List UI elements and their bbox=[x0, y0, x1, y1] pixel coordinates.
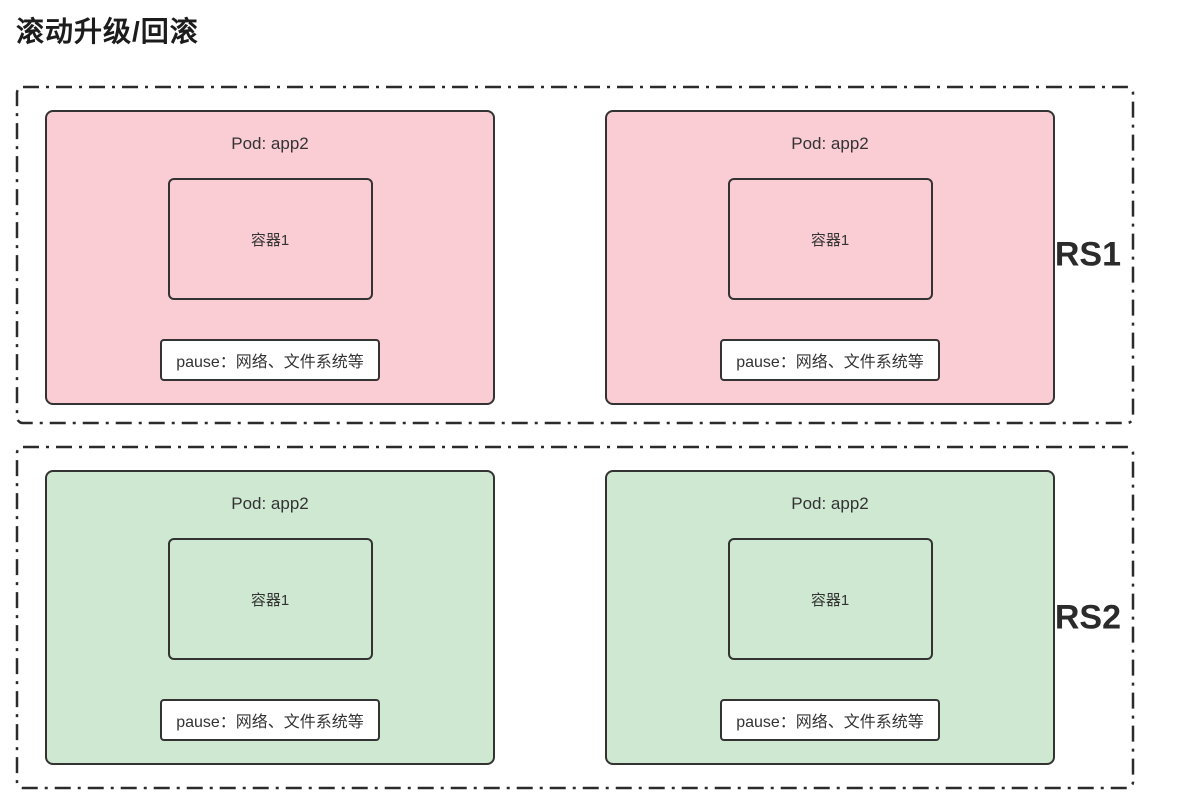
pod-title: Pod: app2 bbox=[231, 134, 309, 153]
replicaset-rs2: Pod: app2 容器1 pause：网络、文件系统等 Pod: app2 容… bbox=[15, 445, 1135, 790]
pod: Pod: app2 容器1 pause：网络、文件系统等 bbox=[605, 110, 1055, 405]
rs2-label: RS2 bbox=[1054, 598, 1121, 636]
pod: Pod: app2 容器1 pause：网络、文件系统等 bbox=[605, 470, 1055, 765]
container-box: 容器1 bbox=[167, 538, 373, 660]
container-label: 容器1 bbox=[810, 231, 850, 249]
container-label: 容器1 bbox=[250, 231, 290, 249]
pause-box: pause：网络、文件系统等 bbox=[160, 699, 380, 741]
container-label: 容器1 bbox=[810, 591, 850, 609]
pause-box: pause：网络、文件系统等 bbox=[720, 699, 940, 741]
pod-title: Pod: app2 bbox=[791, 494, 869, 513]
pod: Pod: app2 容器1 pause：网络、文件系统等 bbox=[45, 470, 495, 765]
container-box: 容器1 bbox=[727, 538, 933, 660]
replicaset-rs1: Pod: app2 容器1 pause：网络、文件系统等 Pod: app2 容… bbox=[15, 85, 1135, 425]
pause-box: pause：网络、文件系统等 bbox=[160, 339, 380, 381]
pod-title: Pod: app2 bbox=[791, 134, 869, 153]
page-title: 滚动升级/回滚 bbox=[16, 16, 199, 47]
rs1-label: RS1 bbox=[1054, 235, 1121, 274]
container-box: 容器1 bbox=[727, 178, 933, 300]
container-label: 容器1 bbox=[250, 591, 290, 609]
pod: Pod: app2 容器1 pause：网络、文件系统等 bbox=[45, 110, 495, 405]
pod-title: Pod: app2 bbox=[231, 494, 309, 513]
container-box: 容器1 bbox=[167, 178, 373, 300]
pause-box: pause：网络、文件系统等 bbox=[720, 339, 940, 381]
